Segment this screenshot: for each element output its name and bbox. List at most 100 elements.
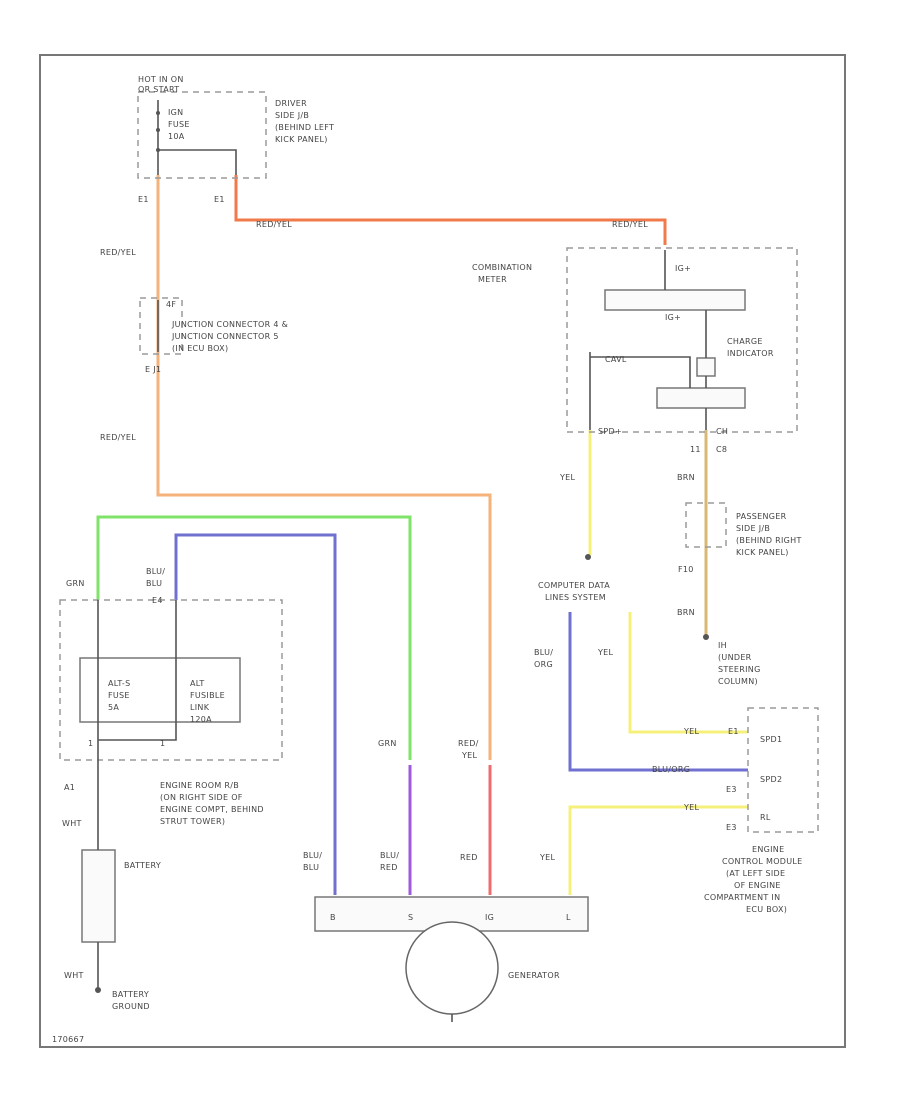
battery-ground-label-1: BATTERY xyxy=(112,990,149,999)
alt-fuse-block xyxy=(79,657,241,723)
ecm-label-4: OF ENGINE xyxy=(734,881,781,890)
engine-room-rb-label-1: ENGINE ROOM R/B xyxy=(160,781,239,790)
generator-terminal-ig: IG xyxy=(485,913,494,922)
charge-indicator-lamp xyxy=(696,357,716,377)
ecm-label-2: CONTROL MODULE xyxy=(722,857,803,866)
ecm-label-3: (AT LEFT SIDE xyxy=(726,869,785,878)
passenger-jb-label-3: (BEHIND RIGHT xyxy=(736,536,802,545)
passenger-jb-label-2: SIDE J/B xyxy=(736,524,770,533)
connector-e1b: E1 xyxy=(214,195,225,204)
meter-ig-block xyxy=(604,289,746,311)
pin-f10-label: F10 xyxy=(678,565,694,574)
wire-label-red-yel-top: RED/YEL xyxy=(256,220,292,229)
ecm-pin-spd1: SPD1 xyxy=(760,735,782,744)
generator-terminal-b: B xyxy=(330,913,336,922)
meter-charge-block xyxy=(656,387,746,409)
ecm-wire-blu-org: BLU/ORG xyxy=(652,765,690,774)
pin-1a-label: 1 xyxy=(88,739,93,748)
alt-fusible-label-3: LINK xyxy=(190,703,210,712)
fuse-dot xyxy=(156,128,160,132)
passenger-jb-label-4: KICK PANEL) xyxy=(736,548,789,557)
meter-internal-wire xyxy=(589,250,707,430)
combination-meter-label-2: METER xyxy=(478,275,507,284)
ground-dot xyxy=(95,987,101,993)
generator-terminal-l: L xyxy=(566,913,571,922)
wire-red-yel-top xyxy=(234,175,667,245)
ign-fuse-label-2: FUSE xyxy=(168,120,190,129)
connector-e1a: E1 xyxy=(138,195,149,204)
passenger-jb-label-1: PASSENGER xyxy=(736,512,787,521)
alt-fusible-label-4: 120A xyxy=(190,715,212,724)
fuse-dot xyxy=(156,148,160,152)
alt-fusible-label-2: FUSIBLE xyxy=(190,691,225,700)
wire-label-red-yel-3b: YEL xyxy=(461,751,478,760)
ig-plus-inner-label: IG+ xyxy=(665,313,681,322)
alt-s-fuse-label-2: FUSE xyxy=(108,691,130,700)
pin-1b-label: 1 xyxy=(160,739,165,748)
ecm-pin-e3b: E3 xyxy=(726,823,737,832)
ground-dot xyxy=(585,554,591,560)
generator-terminal-s: S xyxy=(408,913,413,922)
combination-meter-label-1: COMBINATION xyxy=(472,263,532,272)
wire-label-yel-2: YEL xyxy=(597,648,614,657)
junction-connector-box xyxy=(139,297,183,355)
ign-fuse-label-1: IGN xyxy=(168,108,183,117)
wire-blu-org xyxy=(568,612,748,772)
wire-label-grn-2: GRN xyxy=(378,739,397,748)
wire-red-yel-main xyxy=(156,175,492,760)
pin-a1-label: A1 xyxy=(64,783,75,792)
alt-s-fuse-label-1: ALT-S xyxy=(108,679,130,688)
alt-fusible-label-1: ALT xyxy=(190,679,205,688)
wire-label-red-yel-top2: RED/YEL xyxy=(612,220,648,229)
wire-label-red-yel-1: RED/YEL xyxy=(100,248,136,257)
battery-ground-label-2: GROUND xyxy=(112,1002,150,1011)
wire-label-wht: WHT xyxy=(62,819,82,828)
wire-grn xyxy=(96,515,412,760)
driver-jb-label-4: KICK PANEL) xyxy=(275,135,328,144)
ign-fuse-label-3: 10A xyxy=(168,132,185,141)
wire-label-blu-org-1: BLU/ xyxy=(534,648,553,657)
cavl-label: CAVL xyxy=(605,355,627,364)
combination-meter-box xyxy=(566,247,798,433)
driver-jb-label-3: (BEHIND LEFT xyxy=(275,123,334,132)
wire-label-blu-blu-2b: BLU xyxy=(303,863,319,872)
ground-ih-label-3: STEERING xyxy=(718,665,761,674)
wire-label-brn-1: BRN xyxy=(677,473,695,482)
pin-c8-label: C8 xyxy=(716,445,727,454)
charge-indicator-label-2: INDICATOR xyxy=(727,349,774,358)
ch-pin-label: CH xyxy=(716,427,728,436)
wire-yel-data xyxy=(628,612,748,734)
wire-label-brn-2: BRN xyxy=(677,608,695,617)
ecm-wire-yel-b: YEL xyxy=(683,803,700,812)
ground-dot xyxy=(703,634,709,640)
spd-pin-label: SPD+ xyxy=(598,427,622,436)
ecm-wire-yel-a: YEL xyxy=(683,727,700,736)
wire-yel-gen-l xyxy=(568,805,748,895)
wire-label-blu-blu-2a: BLU/ xyxy=(303,851,322,860)
diagram-frame xyxy=(39,54,846,1048)
engine-room-wire xyxy=(97,600,177,760)
ecm-label-5: COMPARTMENT IN xyxy=(704,893,780,902)
generator-label: GENERATOR xyxy=(508,971,560,980)
ecm-pin-spd2: SPD2 xyxy=(760,775,782,784)
driver-jb-label-2: SIDE J/B xyxy=(275,111,309,120)
hot-in-on-label: HOT IN ON xyxy=(138,75,184,84)
generator-symbol xyxy=(405,921,499,1015)
battery-label: BATTERY xyxy=(124,861,161,870)
ground-ih-label-4: COLUMN) xyxy=(718,677,758,686)
jc-pin-top: 4F xyxy=(166,300,176,309)
wire-label-red-yel-2: RED/YEL xyxy=(100,433,136,442)
ecm-pin-rl: RL xyxy=(760,813,771,822)
wire-label-blu-org-2: ORG xyxy=(534,660,553,669)
wire-label-blu-red-a: BLU/ xyxy=(380,851,399,860)
wire-label-grn-1: GRN xyxy=(66,579,85,588)
wire-label-wht-bottom: WHT xyxy=(64,971,84,980)
ecm-pin-e1: E1 xyxy=(728,727,739,736)
engine-room-rb-label-2: (ON RIGHT SIDE OF xyxy=(160,793,243,802)
wire-label-blu-blu-1a: BLU/ xyxy=(146,567,165,576)
battery-symbol xyxy=(81,849,116,943)
or-start-label: OR START xyxy=(138,85,179,94)
wire-label-blu-red-b: RED xyxy=(380,863,398,872)
engine-room-rb-box xyxy=(59,599,283,761)
ecm-pin-e3: E3 xyxy=(726,785,737,794)
